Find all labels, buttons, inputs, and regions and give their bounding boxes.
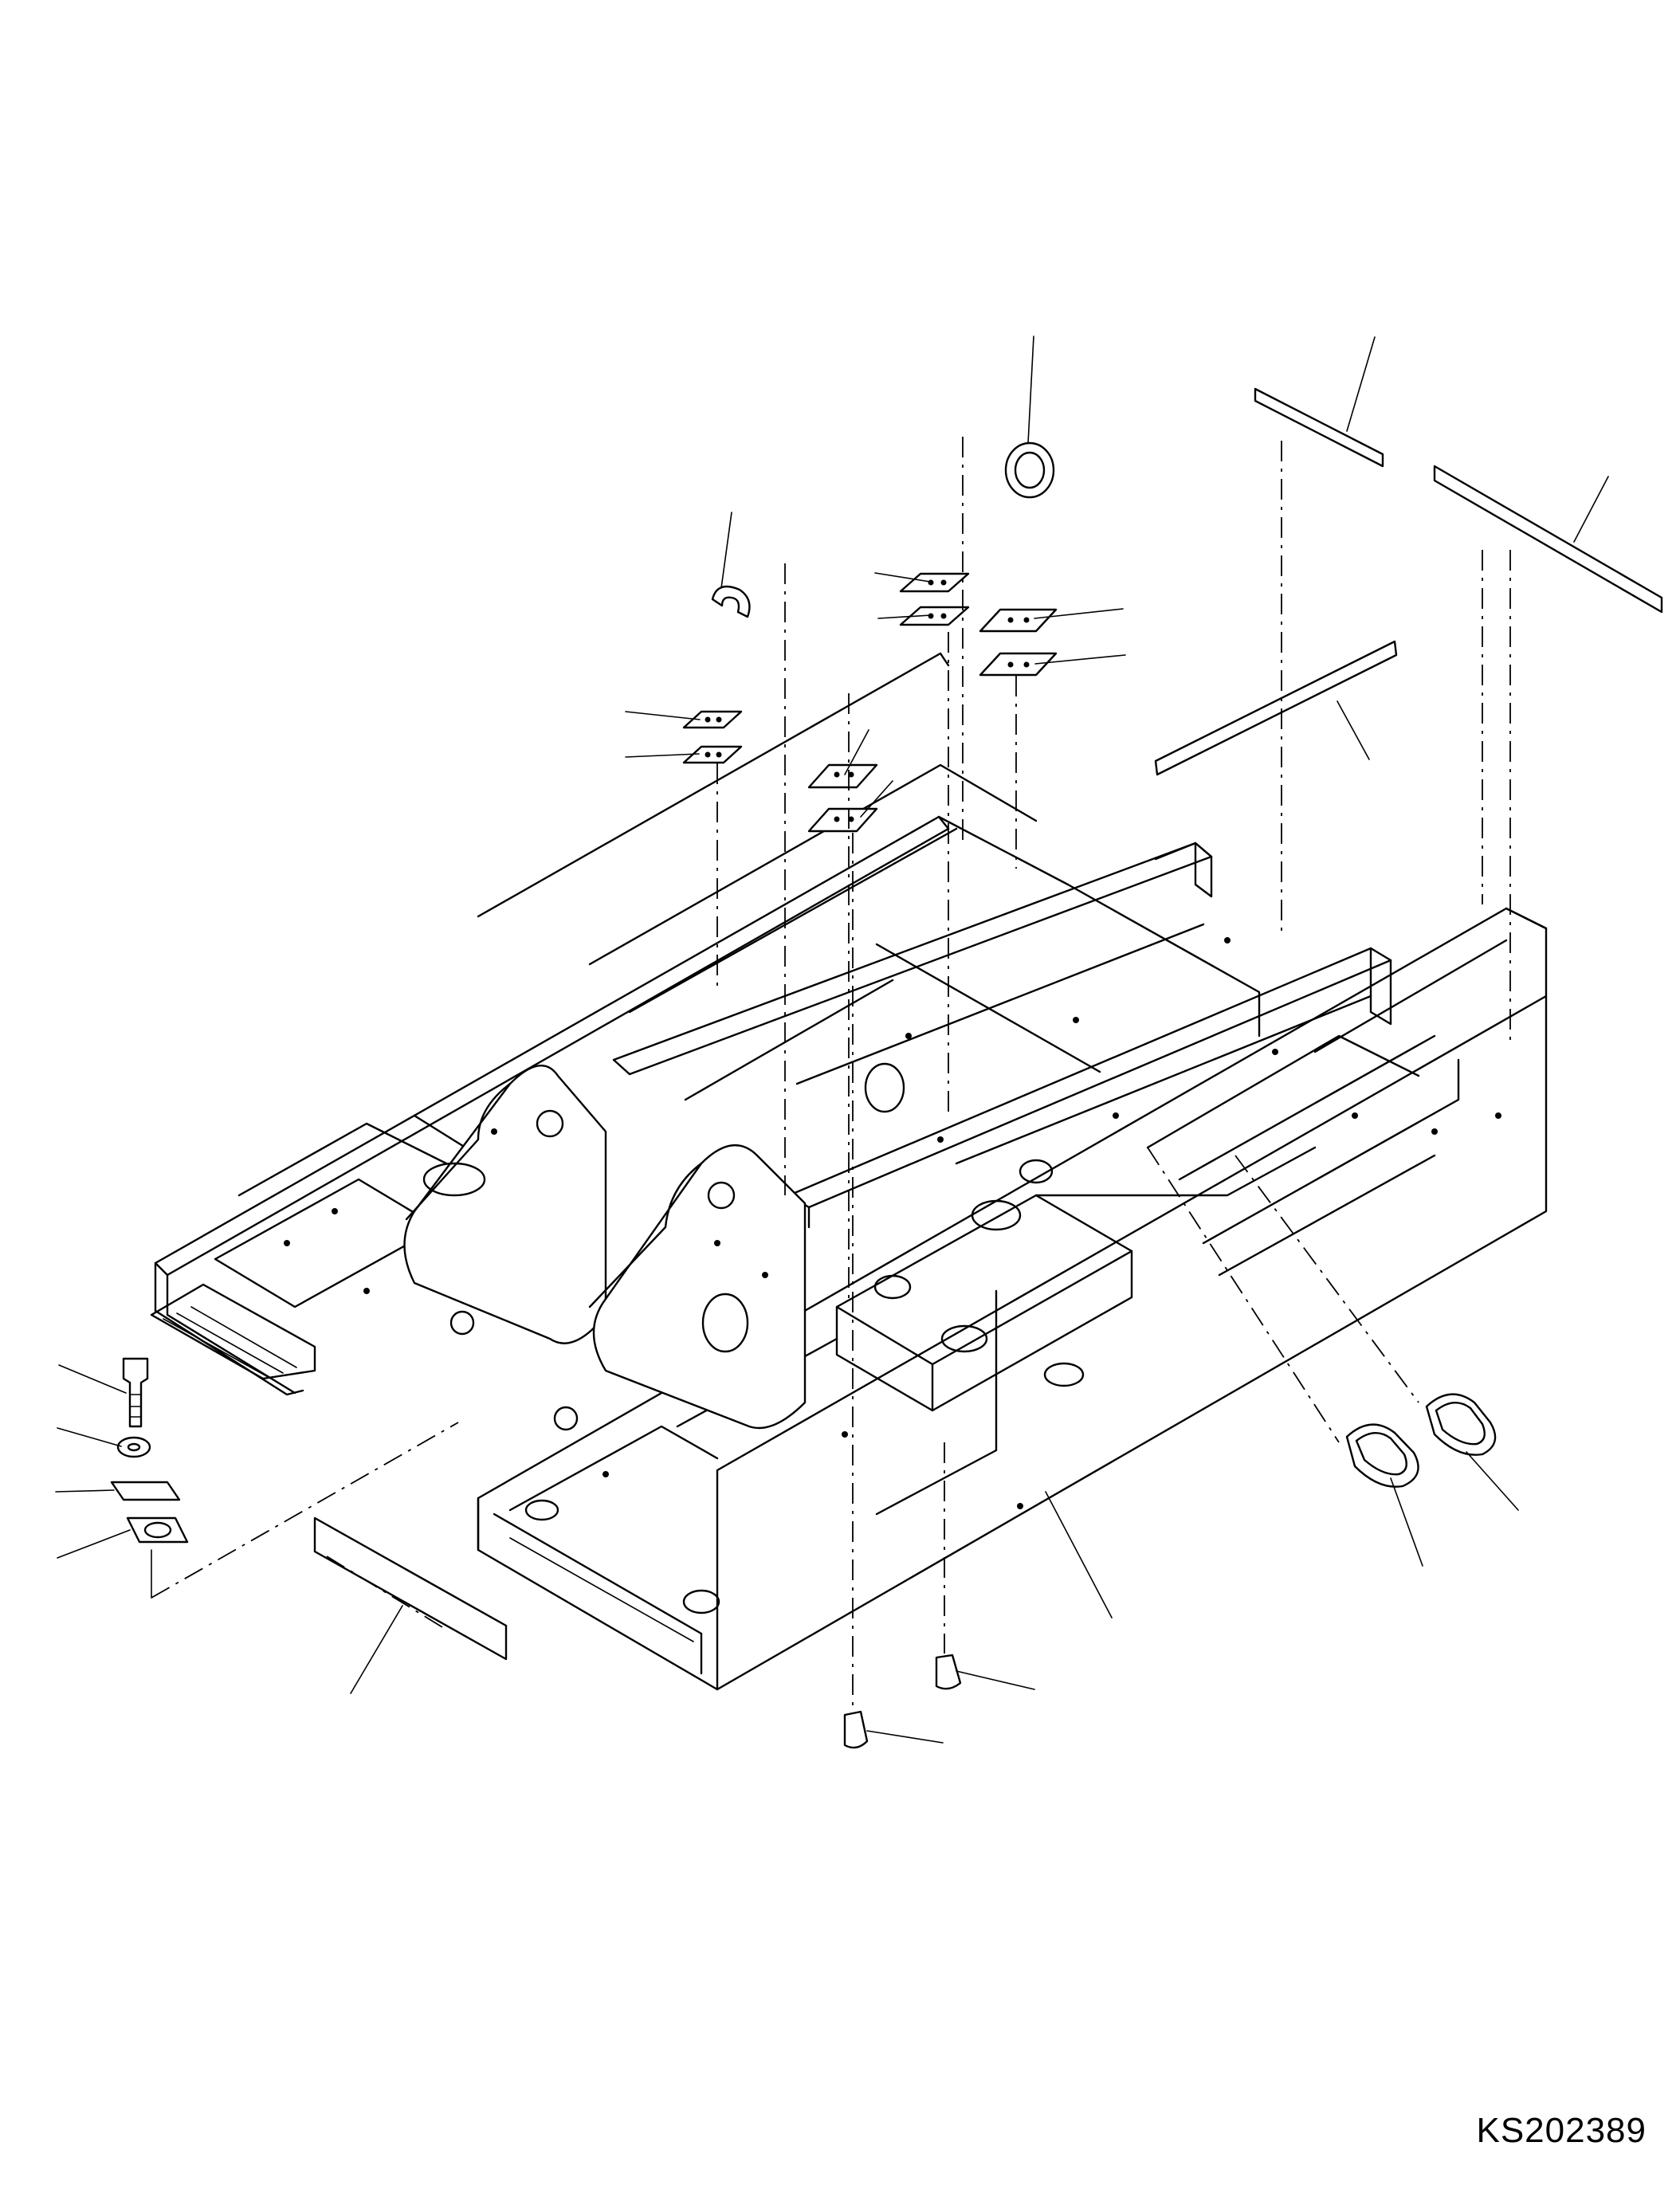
cone-foot-2 [935, 1654, 962, 1690]
clip-top [711, 585, 751, 618]
assembly-lines [151, 437, 1511, 1709]
seal-ring-1 [1345, 1423, 1419, 1488]
gasket [126, 1516, 189, 1544]
washer [116, 1436, 151, 1458]
rubber-plate [313, 1516, 508, 1661]
seal-ring-2 [1425, 1393, 1497, 1456]
bolt-cover-parts [110, 1357, 1497, 1749]
grommet-top [1004, 441, 1055, 499]
shim-plates [682, 572, 1058, 833]
revolving-frame [150, 652, 1548, 1691]
rubber-bar-2 [1433, 465, 1663, 614]
leader-lines [55, 335, 1609, 1744]
cone-foot-1 [843, 1710, 869, 1749]
frame-holes [284, 937, 1501, 1509]
rubber-bar-3 [1154, 640, 1398, 776]
bolt [122, 1357, 149, 1428]
cover-plate [110, 1481, 181, 1501]
drawing-code: KS202389 [1476, 2111, 1647, 2150]
loose-parts [682, 387, 1663, 833]
rubber-bar-1 [1254, 387, 1384, 468]
